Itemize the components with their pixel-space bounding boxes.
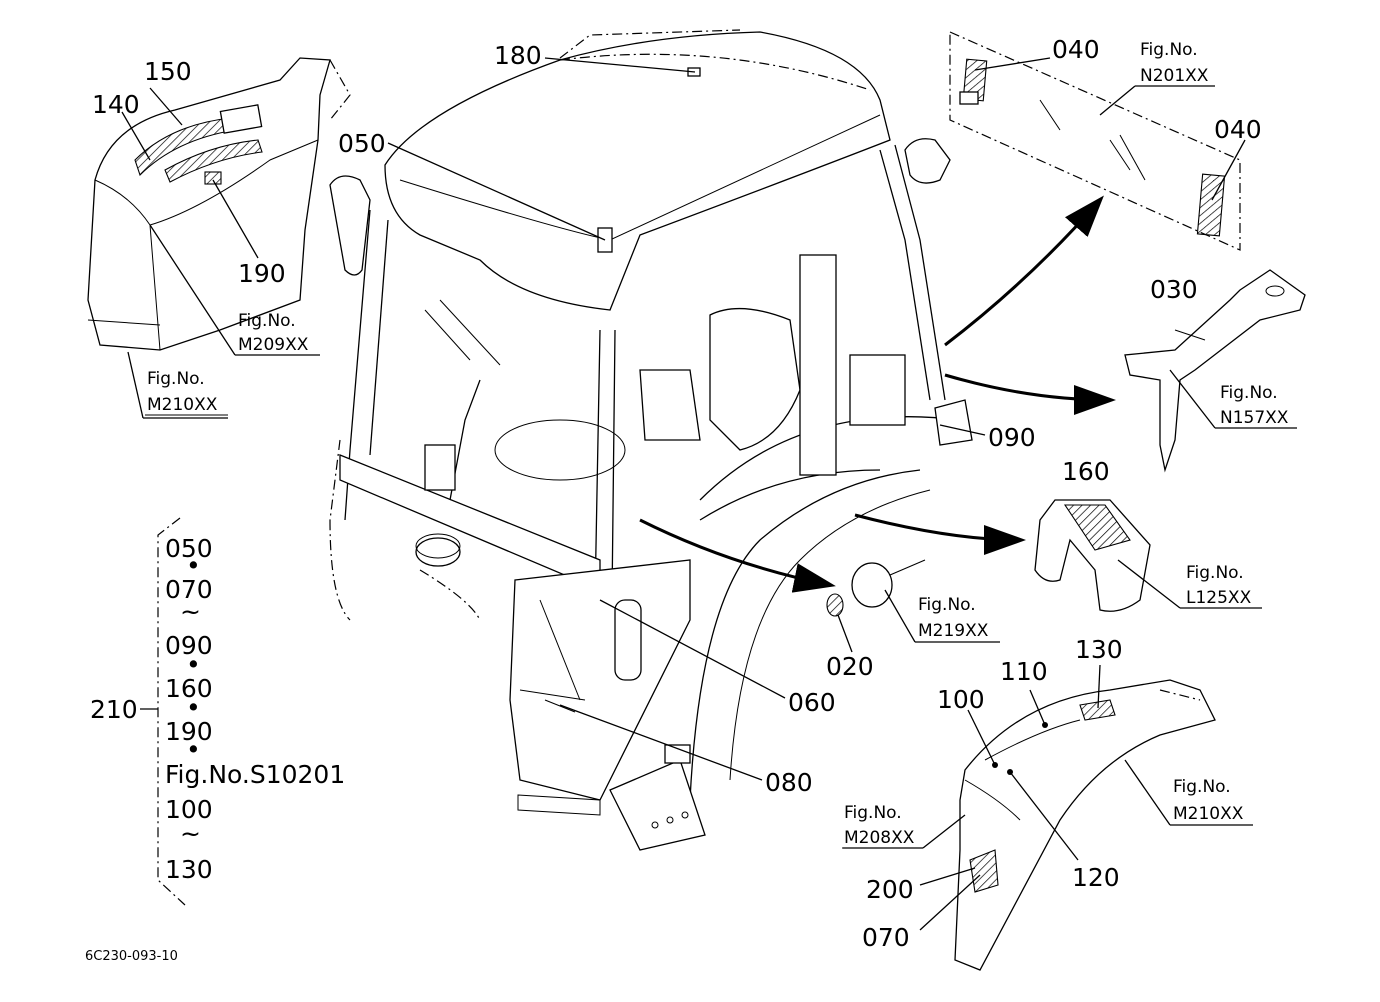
assembly-separator: • — [186, 551, 201, 580]
svg-text:M219XX: M219XX — [918, 621, 989, 641]
assembly-list: 210 050 • 070 ~ 090 • 160 • 190 • Fig.No… — [90, 517, 345, 906]
svg-text:M208XX: M208XX — [844, 828, 915, 848]
svg-text:N157XX: N157XX — [1220, 408, 1289, 428]
callout-120: 120 — [1072, 863, 1120, 892]
assembly-separator: • — [186, 650, 201, 679]
rear-window-panel — [949, 31, 1241, 251]
callout-190: 190 — [238, 259, 286, 288]
svg-text:Fig.No.: Fig.No. — [844, 803, 902, 823]
drawing-number: 6C230-093-10 — [85, 949, 178, 964]
callout-130: 130 — [1075, 635, 1123, 664]
callout-060: 060 — [788, 688, 836, 717]
svg-text:N201XX: N201XX — [1140, 66, 1209, 86]
callout-030: 030 — [1150, 275, 1198, 304]
callout-070: 070 — [862, 923, 910, 952]
assembly-separator: • — [186, 735, 201, 764]
callout-210: 210 — [90, 695, 138, 724]
mirror-bracket — [1124, 269, 1306, 473]
callout-040-top: 040 — [1052, 35, 1100, 64]
callout-160: 160 — [1062, 457, 1110, 486]
callout-040-right: 040 — [1214, 115, 1262, 144]
callout-110: 110 — [1000, 657, 1048, 686]
cab-assembly — [329, 29, 973, 851]
callout-180: 180 — [494, 41, 542, 70]
right-fender-panel — [954, 679, 1216, 971]
svg-text:Fig.No.: Fig.No. — [1140, 40, 1198, 60]
callout-140: 140 — [92, 90, 140, 119]
vent-grille-150 — [164, 139, 263, 183]
svg-text:M209XX: M209XX — [238, 335, 309, 355]
figref-m210-right: Fig.No. M210XX — [1173, 777, 1244, 824]
svg-text:M210XX: M210XX — [147, 395, 218, 415]
figref-m209: Fig.No. M209XX — [238, 311, 309, 355]
svg-text:Fig.No.: Fig.No. — [1173, 777, 1231, 797]
svg-text:M210XX: M210XX — [1173, 804, 1244, 824]
assembly-entry: 100 — [165, 795, 213, 824]
left-fender-panel — [87, 57, 351, 351]
callout-020: 020 — [826, 652, 874, 681]
figref-l125: Fig.No. L125XX — [1186, 563, 1252, 608]
svg-text:L125XX: L125XX — [1186, 588, 1252, 608]
assembly-entry: 050 — [165, 534, 213, 563]
assembly-entry: 130 — [165, 855, 213, 884]
svg-text:Fig.No.: Fig.No. — [1186, 563, 1244, 583]
svg-text:Fig.No.: Fig.No. — [918, 595, 976, 615]
figref-m210-left: Fig.No. M210XX — [147, 369, 218, 415]
assembly-entry: Fig.No.S10201 — [165, 760, 345, 789]
callout-050: 050 — [338, 129, 386, 158]
work-light-090 — [934, 399, 973, 446]
figref-n157: Fig.No. N157XX — [1220, 383, 1289, 428]
assembly-entry: 190 — [165, 717, 213, 746]
callout-150: 150 — [144, 57, 192, 86]
decal-190 — [204, 171, 222, 185]
assembly-entry: 070 — [165, 575, 213, 604]
callout-080: 080 — [765, 768, 813, 797]
assembly-separator: ~ — [180, 597, 201, 626]
assembly-separator: ~ — [180, 819, 201, 848]
figref-n201: Fig.No. N201XX — [1140, 40, 1209, 86]
figref-m208: Fig.No. M208XX — [844, 803, 915, 848]
svg-text:Fig.No.: Fig.No. — [1220, 383, 1278, 403]
callout-200: 200 — [866, 875, 914, 904]
assembly-entry: 090 — [165, 631, 213, 660]
knob-part — [826, 559, 926, 617]
floor-mat-part — [1034, 499, 1151, 612]
assembly-separator: • — [186, 693, 201, 722]
callout-090: 090 — [988, 423, 1036, 452]
svg-text:Fig.No.: Fig.No. — [147, 369, 205, 389]
assembly-entry: 160 — [165, 674, 213, 703]
svg-text:Fig.No.: Fig.No. — [238, 311, 296, 331]
callout-100: 100 — [937, 685, 985, 714]
figref-m219: Fig.No. M219XX — [918, 595, 989, 641]
